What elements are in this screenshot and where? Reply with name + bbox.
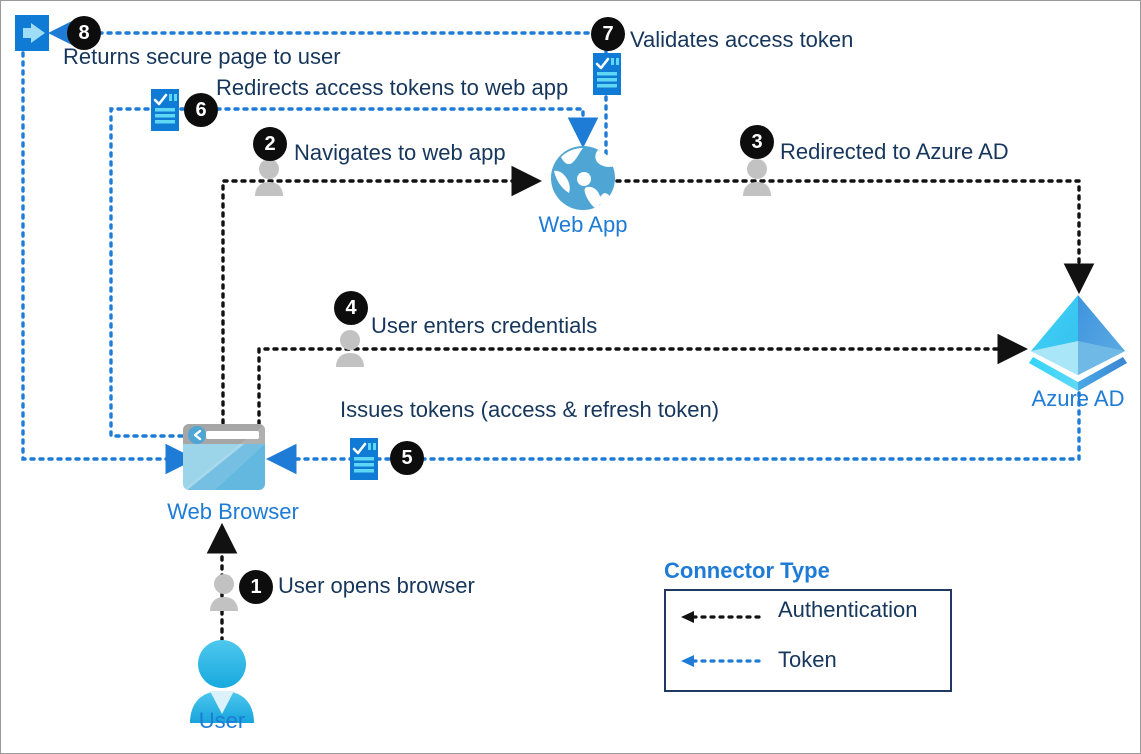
step-label-5: Issues tokens (access & refresh token)	[340, 397, 720, 422]
legend-label-authentication: Authentication	[778, 597, 918, 622]
legend-sample-authentication	[681, 611, 761, 623]
legend-box	[664, 589, 952, 692]
connector-step-5	[265, 391, 1081, 475]
person-icon-step-1	[210, 574, 238, 611]
step-label-1: User opens browser	[278, 573, 475, 598]
step-badge-5[interactable]: 5	[390, 441, 424, 475]
token-icon-step-5	[350, 438, 378, 480]
connector-step-3	[615, 179, 1095, 295]
token-icon-step-7	[593, 53, 621, 95]
person-icon-step-3	[743, 159, 771, 196]
token-icon-step-6	[151, 89, 179, 131]
step-badge-6[interactable]: 6	[184, 93, 218, 127]
person-icon-step-4	[336, 330, 364, 367]
step-badge-2[interactable]: 2	[253, 127, 287, 161]
user-person-icon	[190, 640, 254, 723]
connector-step-8	[21, 17, 608, 475]
step-badge-3[interactable]: 3	[740, 125, 774, 159]
step-badge-1[interactable]: 1	[239, 570, 273, 604]
connector-step-6	[109, 107, 599, 438]
node-label-user: User	[198, 708, 246, 733]
node-label-azure-ad: Azure AD	[1031, 386, 1125, 411]
step-label-2: Navigates to web app	[294, 140, 506, 165]
web-browser-icon	[183, 424, 265, 490]
node-label-web-browser: Web Browser	[167, 499, 299, 524]
step-badge-7[interactable]: 7	[591, 17, 625, 51]
step-label-3: Redirected to Azure AD	[780, 139, 1009, 164]
azure-ad-icon	[1029, 295, 1127, 391]
step-label-4: User enters credentials	[371, 313, 598, 338]
step-label-8: Returns secure page to user	[63, 44, 341, 69]
secure-page-icon	[15, 15, 49, 51]
connector-step-2	[221, 165, 543, 425]
node-label-web-app: Web App	[538, 212, 628, 237]
connector-step-4	[257, 333, 1029, 435]
globe-web-app-icon	[551, 146, 615, 210]
step-label-6: Redirects access tokens to web app	[216, 75, 569, 100]
step-label-7: Validates access token	[630, 27, 854, 52]
step-badge-4[interactable]: 4	[334, 291, 368, 325]
person-icon-step-2	[255, 159, 283, 196]
legend-title: Connector Type	[664, 558, 830, 583]
legend-sample-token	[681, 655, 761, 667]
step-badge-8[interactable]: 8	[67, 16, 101, 50]
legend-label-token: Token	[778, 647, 837, 672]
